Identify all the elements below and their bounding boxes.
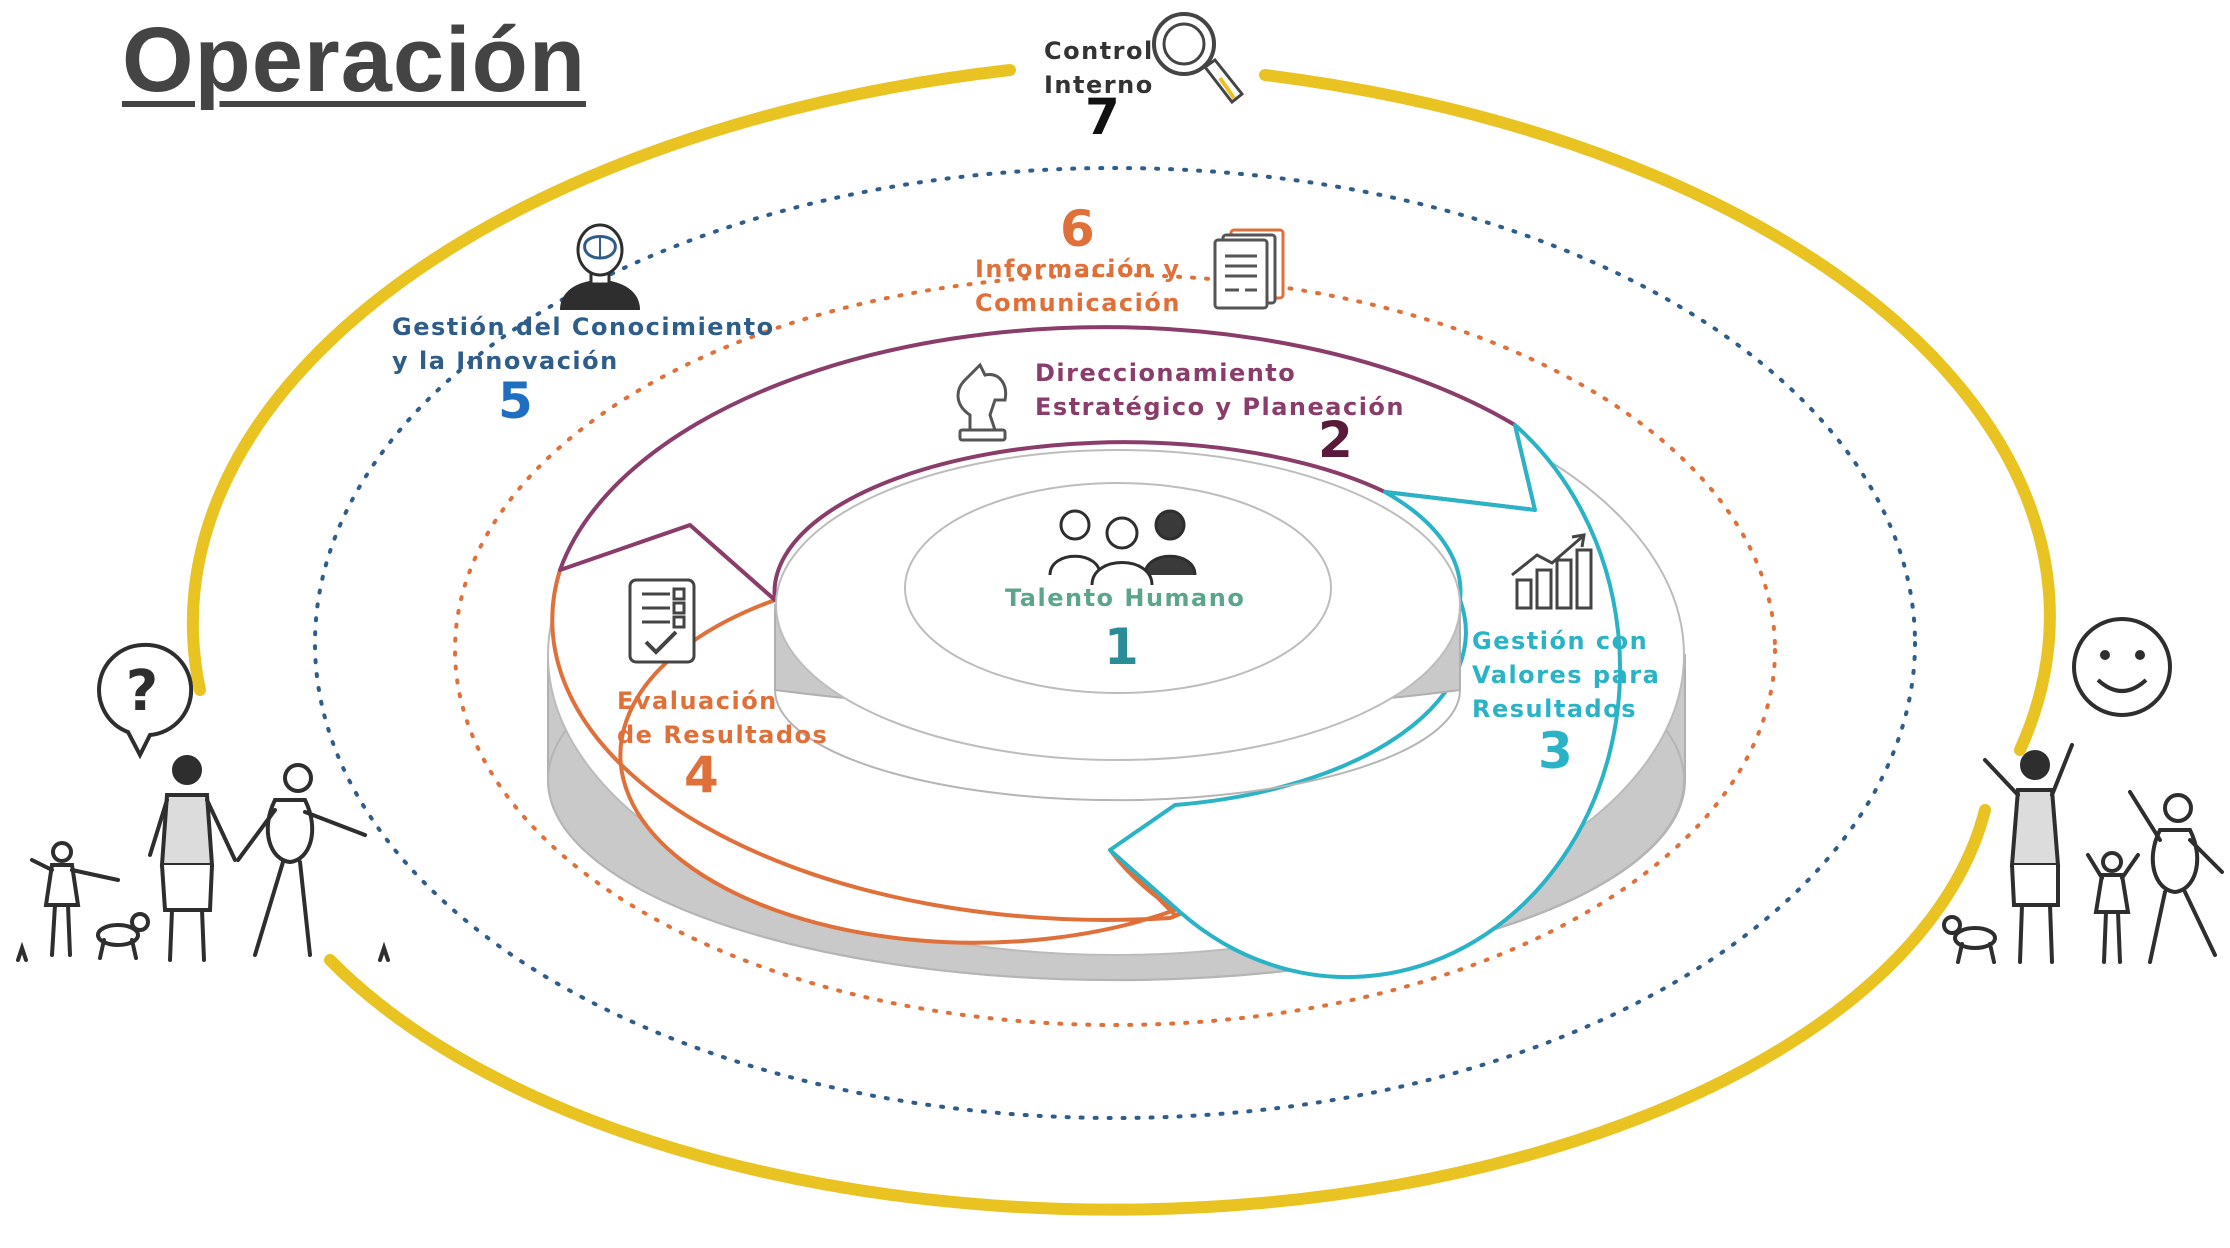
valores-number: 3 [1538,722,1573,780]
documents-icon [1213,228,1285,310]
informacion-ring [453,273,1777,1027]
smiley-face-icon [2072,617,2172,717]
direccionamiento-segment [558,325,1537,602]
evaluacion-number: 4 [684,746,719,804]
informacion-number: 6 [1060,200,1095,258]
magnifier-icon [1152,12,1245,105]
evaluacion-segment [550,523,1187,945]
family-left-illustration [16,755,390,962]
bar-chart-icon [1511,533,1593,610]
talento-number: 1 [1104,618,1139,676]
checklist-icon [628,578,696,664]
question-bubble-icon: ? [97,642,194,760]
family-right-illustration [1942,743,2224,964]
brain-head-icon [560,223,640,310]
talento-label: Talento Humano [1005,584,1246,612]
control-interno-ring [186,64,2056,1216]
conocimiento-ring [313,166,1917,1120]
question-mark: ? [126,659,158,724]
page-title: Operación [122,9,587,111]
conocimiento-number: 5 [498,372,533,430]
direccionamiento-number: 2 [1318,411,1353,469]
chess-knight-icon [956,362,1008,442]
people-group-icon [1048,509,1197,586]
talento-cylinder [774,449,1461,802]
control-interno-number: 7 [1085,88,1120,146]
